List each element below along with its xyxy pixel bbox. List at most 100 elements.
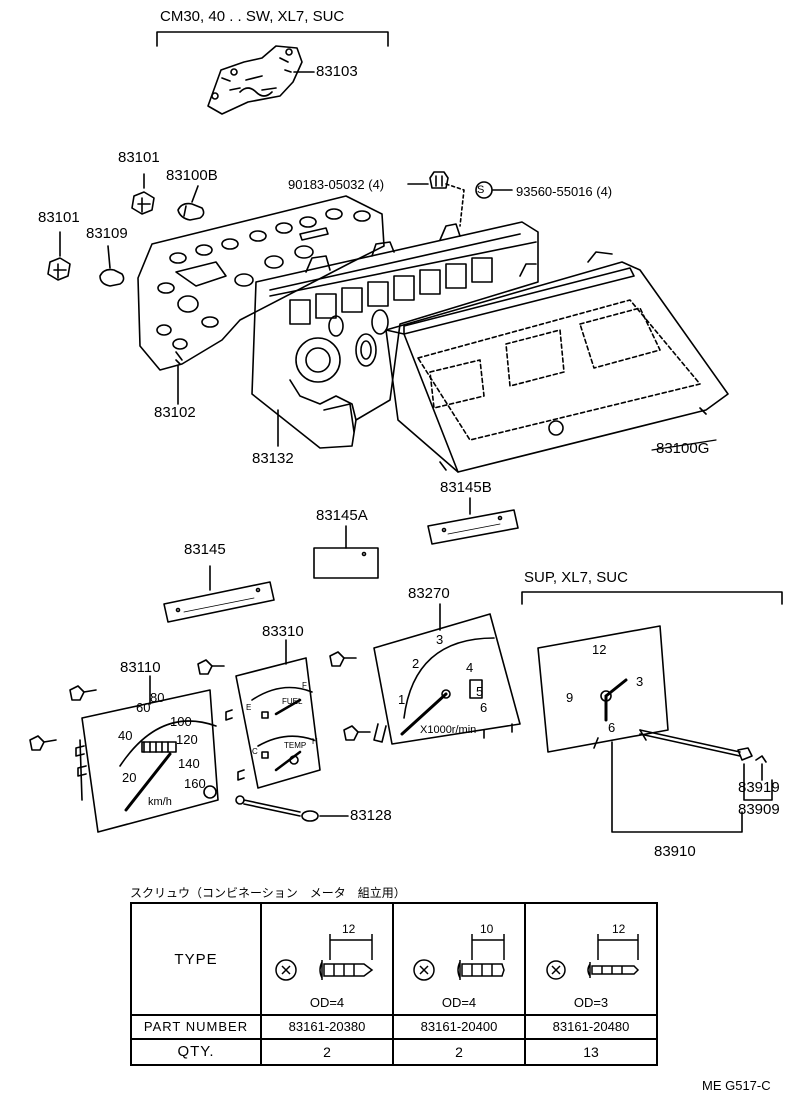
variant-label-top: CM30, 40 . . SW, XL7, SUC xyxy=(160,8,345,25)
qty-label: QTY. xyxy=(130,1037,262,1067)
part-label-83100b: 83100B xyxy=(166,167,218,184)
trip-reset-knob-83128 xyxy=(235,795,319,822)
bulb-socket-83101-lower xyxy=(47,257,71,281)
screw-table-title: スクリュウ（コンビネーション メータ 組立用） xyxy=(130,886,406,900)
screw-gauge xyxy=(197,651,371,741)
clock-tick-3: 3 xyxy=(636,674,644,689)
tachometer-83270 xyxy=(373,613,521,745)
clip-s-mark: S xyxy=(477,184,485,196)
od-1: OD=4 xyxy=(309,995,345,1010)
leader-83909 xyxy=(743,763,773,801)
label-plate-83145a xyxy=(313,547,379,579)
part-label-83919: 83919 xyxy=(738,779,780,796)
variant-bracket-clock xyxy=(521,591,783,605)
clock-tick-6: 6 xyxy=(608,720,616,735)
part-label-83110: 83110 xyxy=(120,659,161,676)
part-label-90183: 90183-05032 (4) xyxy=(288,177,385,192)
part-label-83101-upper: 83101 xyxy=(118,149,160,166)
part-label-83132: 83132 xyxy=(252,450,294,467)
fuel-label: FUEL xyxy=(282,697,303,706)
screw-93560 xyxy=(475,181,493,199)
temp-label: TEMP xyxy=(284,741,307,750)
leader-83100g xyxy=(651,439,717,451)
tacho-tick-1: 1 xyxy=(398,692,406,707)
label-plate-83145b xyxy=(427,509,519,545)
part-label-83909: 83909 xyxy=(738,801,780,818)
temp-needle xyxy=(274,750,302,772)
qty-2: 2 xyxy=(392,1037,526,1067)
part-number-2: 83161-20400 xyxy=(392,1014,526,1040)
speedo-needle xyxy=(124,752,172,812)
tacho-tick-4: 4 xyxy=(466,660,474,675)
screw-type-1: 12 OD=4 xyxy=(260,902,394,1016)
screw-drawing-2 xyxy=(413,934,505,981)
fuel-f-mark: F xyxy=(302,681,307,690)
clock-hand-hour xyxy=(604,678,628,698)
clock-tick-9: 9 xyxy=(566,690,574,705)
label-plate-83145 xyxy=(163,581,275,623)
part-number-1: 83161-20380 xyxy=(260,1014,394,1040)
fuel-needle xyxy=(274,698,302,716)
screw-type-2: 10 OD=4 xyxy=(392,902,526,1016)
part-label-83910: 83910 xyxy=(654,843,696,860)
screw-drawing-3 xyxy=(546,934,640,980)
part-label-83128: 83128 xyxy=(350,807,392,824)
part-label-93560: 93560-55016 (4) xyxy=(516,184,613,199)
screw-speedo xyxy=(29,685,97,751)
part-label-83102: 83102 xyxy=(154,404,196,421)
temp-h-mark: H xyxy=(312,737,318,746)
part-label-83310: 83310 xyxy=(262,623,304,640)
variant-bracket-top xyxy=(156,31,389,47)
clip-90183 xyxy=(429,171,449,189)
speedo-tick-40: 40 xyxy=(118,728,133,743)
dim-2: 10 xyxy=(480,922,494,936)
bulb-socket-83101-upper xyxy=(131,191,155,215)
part-label-83100g: 83100G xyxy=(656,440,710,457)
speedo-tick-60: 60 xyxy=(136,700,151,715)
clock-adjust-shaft xyxy=(639,729,741,757)
type-label: TYPE xyxy=(130,902,262,1016)
tacho-tick-3: 3 xyxy=(436,632,444,647)
screw-drawing-1 xyxy=(275,934,374,981)
document-code: ME G517-C xyxy=(702,1078,771,1093)
part-label-83145: 83145 xyxy=(184,541,226,558)
part-label-83145b: 83145B xyxy=(440,479,492,496)
clock-83910 xyxy=(537,625,767,763)
tacho-unit: X1000r/min xyxy=(420,724,477,736)
part-label-83109: 83109 xyxy=(86,225,128,242)
printed-circuit-83103 xyxy=(207,45,303,115)
tacho-tick-2: 2 xyxy=(412,656,420,671)
qty-3: 13 xyxy=(524,1037,658,1067)
speedometer-83110 xyxy=(75,689,219,833)
tacho-tick-5: 5 xyxy=(476,684,484,699)
circuit-board-83102 xyxy=(137,195,385,371)
od-2: OD=4 xyxy=(441,995,477,1010)
od-3: OD=3 xyxy=(573,995,609,1010)
meter-case-83132 xyxy=(251,221,539,449)
variant-label-clock: SUP, XL7, SUC xyxy=(524,569,628,586)
dim-3: 12 xyxy=(612,922,626,936)
part-label-83145a: 83145A xyxy=(316,507,368,524)
speedo-tick-100: 100 xyxy=(170,714,192,729)
bulb-83109 xyxy=(99,268,125,287)
tacho-needle xyxy=(400,692,448,736)
speedo-tick-120: 120 xyxy=(176,732,198,747)
speedo-tick-20: 20 xyxy=(122,770,137,785)
qty-1: 2 xyxy=(260,1037,394,1067)
dim-1: 12 xyxy=(342,922,356,936)
part-label-83270: 83270 xyxy=(408,585,450,602)
part-label-83103: 83103 xyxy=(316,63,358,80)
part-label-83101-lower: 83101 xyxy=(38,209,80,226)
meter-hood-83100g xyxy=(385,251,729,473)
fuel-temp-gauge-83310 xyxy=(225,657,321,789)
fuel-e-mark: E xyxy=(246,703,252,712)
tacho-tick-6: 6 xyxy=(480,700,488,715)
part-number-label: PART NUMBER xyxy=(130,1014,262,1040)
speedo-tick-160: 160 xyxy=(184,776,206,791)
part-number-3: 83161-20480 xyxy=(524,1014,658,1040)
speedo-tick-140: 140 xyxy=(178,756,200,771)
bulb-83100b xyxy=(177,202,205,221)
speedo-unit: km/h xyxy=(148,796,172,808)
leader-83910 xyxy=(611,741,743,833)
